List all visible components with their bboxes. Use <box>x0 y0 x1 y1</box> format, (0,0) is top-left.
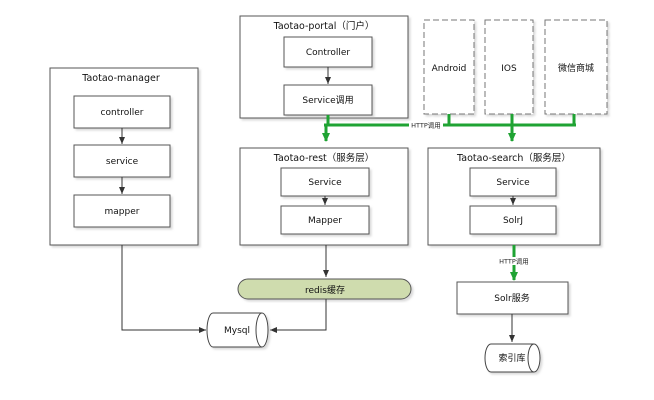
ios-label: IOS <box>501 64 517 74</box>
portal-controller-label: Controller <box>306 48 351 58</box>
mysql-database <box>206 312 269 348</box>
rest-mapper-box <box>280 205 370 235</box>
search-module: Taotao-search（服务层） Service SolrJ <box>427 147 601 246</box>
http-label-bg-search <box>497 257 531 265</box>
manager-service-box <box>73 144 171 178</box>
android-label: Android <box>432 64 467 74</box>
manager-title: Taotao-manager <box>81 73 160 84</box>
search-solrj-label: SolrJ <box>503 216 523 226</box>
portal-service-label: Service调用 <box>302 95 353 106</box>
rest-service-box <box>280 167 370 197</box>
mysql-label: Mysql <box>224 326 250 336</box>
http-call-label-top: HTTP调用 <box>411 121 441 130</box>
http-call-label-search: HTTP调用 <box>499 257 529 266</box>
manager-to-mysql-arrow <box>121 245 206 333</box>
portal-title: Taotao-portal（门户） <box>273 20 375 32</box>
rest-mapper-label: Mapper <box>308 216 342 226</box>
ios-box <box>484 19 534 115</box>
solr-service: Solr服务 <box>456 281 569 315</box>
portal-service-box <box>283 84 373 116</box>
redis-cache: redis缓存 <box>237 278 412 300</box>
http-label-bg <box>409 121 443 129</box>
redis-label: redis缓存 <box>305 284 345 296</box>
client-boxes: Android IOS 微信商城 <box>423 19 608 115</box>
wechat-box <box>544 19 608 115</box>
index-label: 索引库 <box>498 352 525 364</box>
manager-mapper-label: mapper <box>105 207 140 217</box>
rest-title: Taotao-rest（服务层） <box>273 152 375 164</box>
portal-module: Taotao-portal（门户） Controller Service调用 <box>239 15 409 119</box>
index-library <box>484 343 541 373</box>
http-bus <box>322 114 576 142</box>
manager-service-label: service <box>106 157 139 167</box>
portal-controller-box <box>283 36 373 68</box>
solr-label: Solr服务 <box>494 292 529 304</box>
android-box <box>423 19 475 115</box>
search-service-label: Service <box>496 178 530 188</box>
rest-module: Taotao-rest（服务层） Service Mapper <box>239 147 409 246</box>
manager-controller-label: controller <box>101 108 144 118</box>
wechat-label: 微信商城 <box>558 62 594 74</box>
search-solrj-box <box>469 205 557 235</box>
manager-module: Taotao-manager controller service mapper <box>49 67 199 246</box>
manager-controller-box <box>73 95 171 129</box>
search-title: Taotao-search（服务层） <box>456 152 571 164</box>
redis-to-mysql-arrow <box>270 299 327 333</box>
rest-service-label: Service <box>308 178 342 188</box>
manager-mapper-box <box>73 194 171 228</box>
